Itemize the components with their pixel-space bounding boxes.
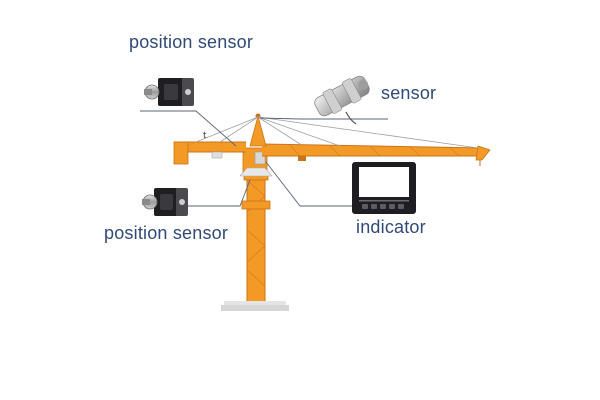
crane-base — [221, 305, 289, 311]
trolley — [298, 156, 306, 161]
crane-mast — [241, 165, 271, 301]
indicator-screen — [359, 167, 409, 197]
annotation-t: t — [203, 131, 207, 141]
position-sensor-bottom-image — [142, 188, 188, 216]
tower-head — [249, 113, 267, 147]
position-sensor-top-label: position sensor — [129, 32, 254, 52]
indicator-buttons — [362, 204, 404, 209]
leader-lines — [140, 110, 388, 207]
load-sensor-image — [314, 75, 370, 125]
sensor-label: sensor — [381, 83, 437, 103]
tower-crane — [173, 113, 491, 311]
counter-jib — [173, 141, 246, 165]
tie-cables — [195, 116, 479, 149]
indicator-display — [352, 162, 416, 214]
crane-cab — [239, 147, 273, 177]
position-sensor-bottom-label: position sensor — [104, 223, 229, 243]
position-sensor-top-image — [144, 78, 194, 106]
counterweight — [173, 141, 189, 165]
main-jib — [261, 143, 491, 166]
indicator-label: indicator — [356, 217, 426, 237]
